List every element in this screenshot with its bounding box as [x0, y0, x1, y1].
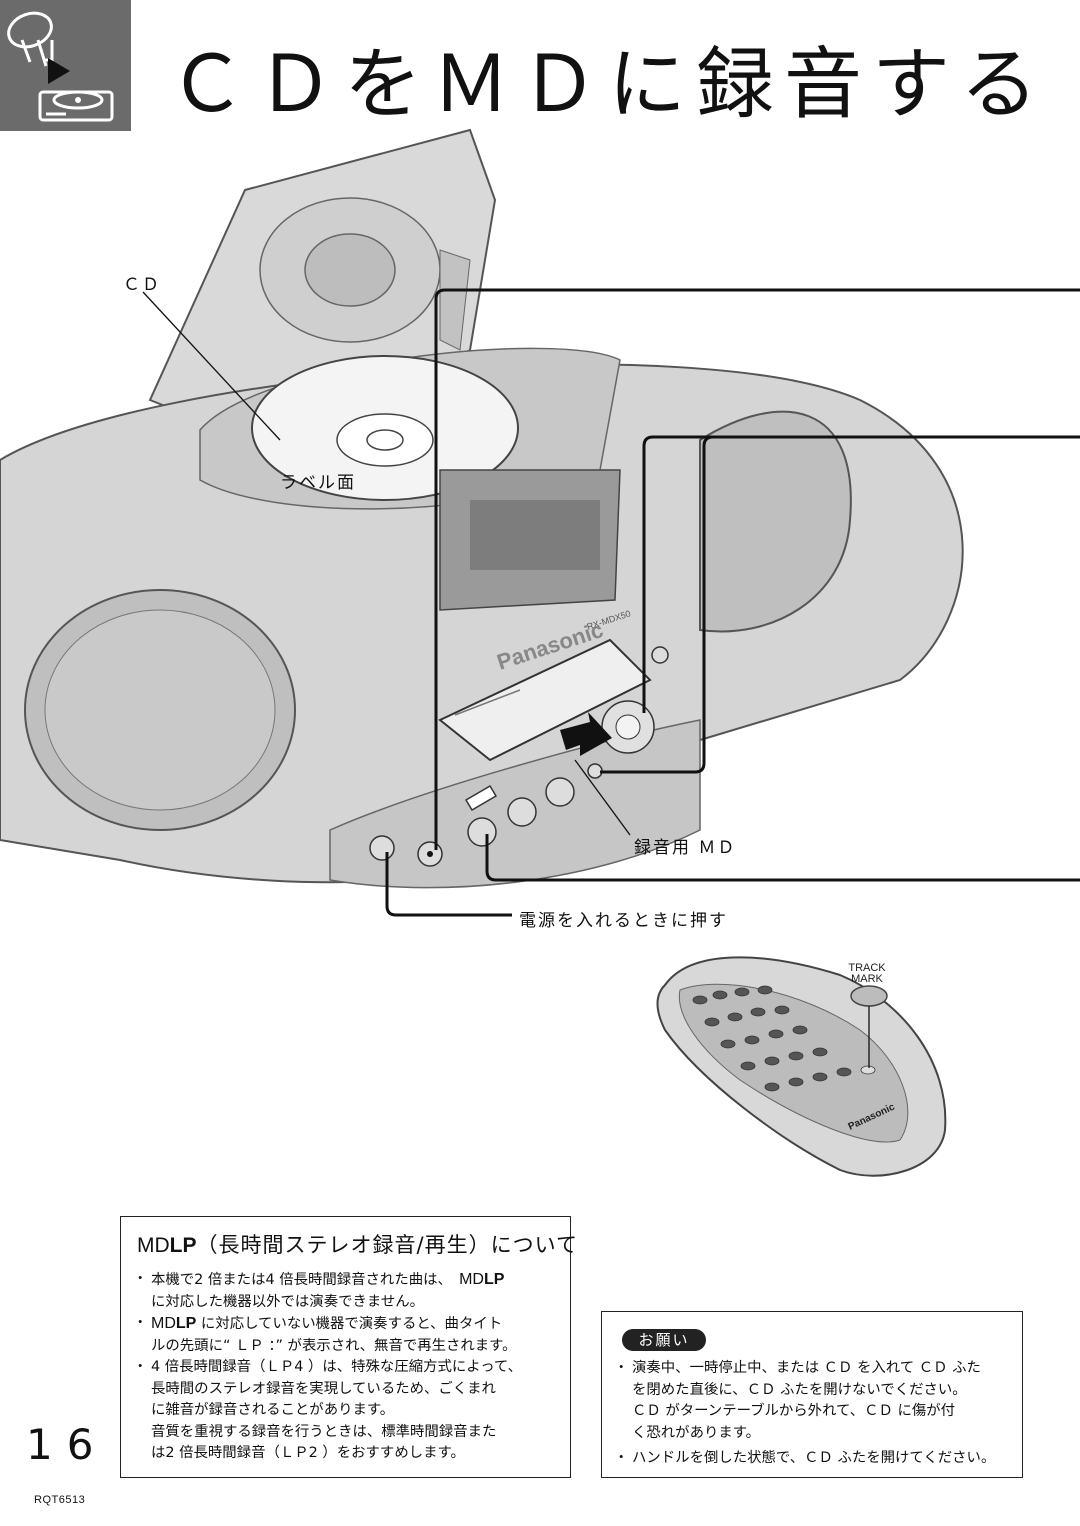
callout-line-cd-play: [434, 288, 1080, 850]
mdlp-info-box: MDLP（長時間ステレオ録音/再生）について 本機で2 倍または4 倍長時間録音…: [120, 1216, 577, 1478]
mdlp-item-1-line-1: 本機で2 倍または4 倍長時間録音された曲は、 MDLP: [151, 1271, 505, 1288]
track-mark-button: [850, 985, 888, 1007]
callout-line-cd: [142, 291, 281, 441]
notice-item-2: ハンドルを倒した状態で、ＣＤ ふたを開けてください。: [614, 1448, 1018, 1470]
mdlp-heading: MDLP（長時間ステレオ録音/再生）について: [137, 1229, 578, 1259]
label-label-side: ラベル面: [280, 473, 356, 493]
cd-play-button: [507, 797, 537, 827]
callout-line-menu: [600, 435, 1080, 774]
mdlp-item-2-line-2: ルの先頭に“ ＬＰ ：” が表示され、無音で再生されます。: [151, 1337, 517, 1354]
mdlp-item-3-line-2: 長時間のステレオ録音を実現しているため、ごくまれ: [151, 1380, 496, 1397]
mdlp-item-1-line-2: に対応した機器以外では演奏できません。: [151, 1293, 424, 1310]
remote-control: Panasonic: [656, 956, 947, 1177]
mdlp-item-2-line-1: MDLP に対応していない機器で演奏すると、曲タイト: [151, 1315, 503, 1332]
md-disc: [438, 638, 652, 762]
label-mark: MARK: [851, 973, 883, 985]
mdlp-item-3-line-4: 音質を重視する録音を行うときは、標準時間録音また: [151, 1423, 497, 1440]
insert-arrow: [560, 712, 612, 756]
record-button: [464, 784, 498, 812]
mdlp-item-3: 4 倍長時間録音（ＬＰ4 ）は、特殊な圧縮方式によって、 長時間のステレオ録音を…: [133, 1357, 567, 1465]
mdlp-item-2: MDLP に対応していない機器で演奏すると、曲タイト ルの先頭に“ ＬＰ ：” …: [133, 1313, 567, 1357]
header-icon-box: [0, 0, 131, 131]
mdlp-heading-text: （長時間ステレオ録音/再生）について: [196, 1233, 578, 1257]
label-track: TRACK: [848, 962, 886, 974]
label-power: 電源を入れるときに押す: [519, 911, 728, 931]
callout-line-md: [574, 759, 631, 836]
document-code: RQT6513: [34, 1494, 86, 1506]
notice-item-1: 演奏中、一時停止中、または ＣＤ を入れて ＣＤ ふた を閉めた直後に、ＣＤ ふ…: [614, 1358, 1018, 1444]
notice-badge: お願い: [622, 1329, 706, 1351]
menu-button: [587, 763, 603, 779]
notice-box: お願い 演奏中、一時停止中、または ＣＤ を入れて ＣＤ ふた を閉めた直後に、…: [601, 1311, 1023, 1478]
mdlp-logo: MDLP: [137, 1234, 197, 1257]
tape-button: [467, 817, 497, 847]
callout-line-track-forward: [642, 435, 1080, 713]
mdlp-logo-inline: MDLP: [459, 1271, 505, 1288]
notice-item-2-line-1: ハンドルを倒した状態で、ＣＤ ふたを開けてください。: [632, 1450, 996, 1466]
mdlp-list: 本機で2 倍または4 倍長時間録音された曲は、 MDLP に対応した機器以外では…: [133, 1269, 567, 1465]
notice-item-1-line-3: ＣＤ がターンテーブルから外れて、ＣＤ に傷が付: [632, 1403, 956, 1419]
label-cd: ＣＤ: [123, 275, 161, 295]
page-title: ＣＤをＭＤに録音する: [168, 40, 1049, 130]
power-button: [369, 835, 395, 861]
md-eject-button: [651, 646, 669, 664]
notice-item-1-line-4: く恐れがあります。: [632, 1424, 761, 1441]
notice-item-1-line-1: 演奏中、一時停止中、または ＣＤ を入れて ＣＤ ふた: [632, 1360, 981, 1376]
cd-to-md-record-icon: [7, 11, 114, 122]
right-speaker: [699, 410, 852, 633]
md-play-button: [545, 777, 575, 807]
mdlp-logo-inline-2: MDLP: [151, 1315, 197, 1332]
callout-line-tape: [485, 834, 1080, 882]
mdlp-item-1: 本機で2 倍または4 倍長時間録音された曲は、 MDLP に対応した機器以外では…: [133, 1269, 567, 1313]
product-illustration: Panasonic RX-MDX50 Panasoni: [0, 128, 1080, 1177]
callout-line-power: [385, 852, 512, 917]
label-track-mark: TRACK MARK: [842, 963, 892, 985]
mdlp-item-3-line-5: は2 倍長時間録音（ＬＰ2 ）をおすすめします。: [151, 1445, 465, 1461]
mdlp-item-3-line-1: 4 倍長時間録音（ＬＰ4 ）は、特殊な圧縮方式によって、: [151, 1359, 522, 1375]
mdlp-item-3-line-3: に雑音が録音されることがあります。: [151, 1402, 395, 1418]
page-number: 16: [26, 1420, 108, 1469]
notice-item-1-line-2: を閉めた直後に、ＣＤ ふたを開けないでください。: [632, 1381, 967, 1398]
label-record-md: 録音用 ＭＤ: [634, 838, 737, 858]
notice-list: 演奏中、一時停止中、または ＣＤ を入れて ＣＤ ふた を閉めた直後に、ＣＤ ふ…: [614, 1358, 1018, 1474]
